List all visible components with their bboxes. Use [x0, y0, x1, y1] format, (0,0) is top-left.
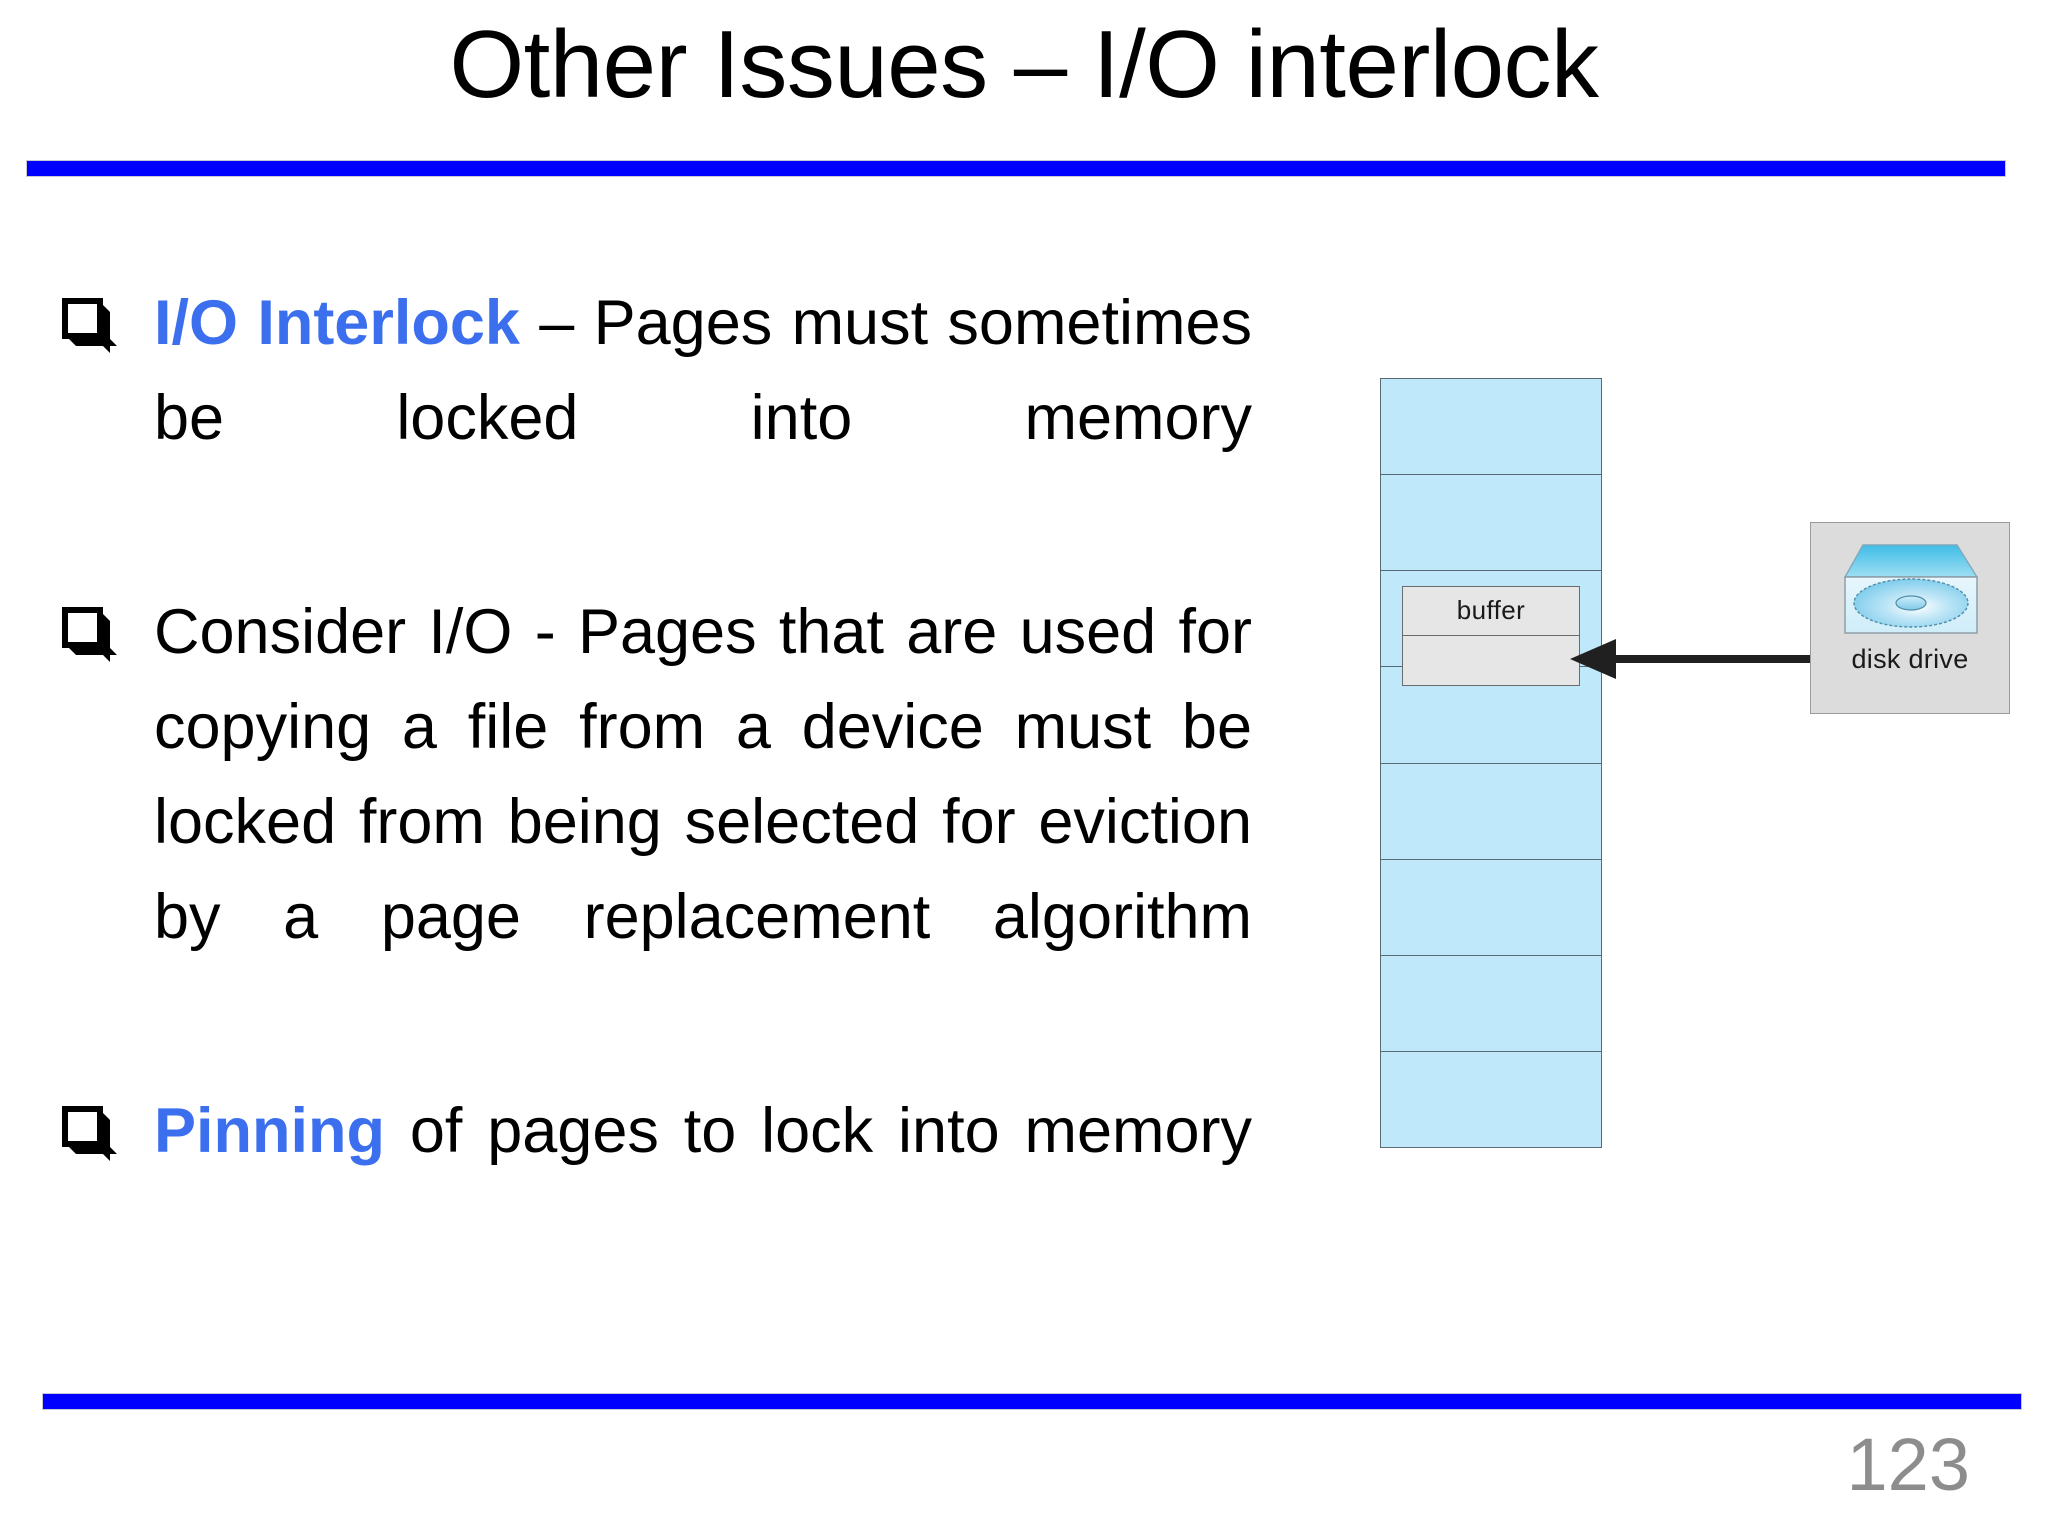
buffer-label: buffer [1456, 595, 1526, 625]
memory-frame [1381, 763, 1601, 860]
bullet-keyword: I/O Interlock [154, 288, 520, 358]
memory-frame [1381, 475, 1601, 572]
bullet-text: – Pages must sometimes be locked into me… [154, 288, 1252, 453]
disk-drive-panel: disk drive [1810, 522, 2010, 714]
page-title: Other Issues – I/O interlock [449, 11, 1599, 118]
disk-to-buffer-arrow-head [1570, 639, 1616, 679]
bullet-keyword: Pinning [154, 1096, 385, 1166]
bullet-item-pinning: Pinning of pages to lock into memory [62, 1084, 1252, 1274]
buffer-divider [1403, 635, 1579, 636]
title-divider-rule [26, 160, 2006, 177]
memory-frame [1381, 955, 1601, 1052]
hollow-square-bullet-icon [62, 1106, 117, 1161]
bullet-text: Consider I/O - Pages that are used for c… [154, 597, 1252, 952]
disk-drive-label: disk drive [1851, 644, 1969, 674]
memory-frame [1381, 1051, 1601, 1147]
disk-to-buffer-arrow-shaft [1613, 655, 1943, 663]
hollow-square-bullet-icon [62, 607, 117, 662]
bullet-text: of pages to lock into memory [384, 1096, 1252, 1166]
bullet-item-consider-io: Consider I/O - Pages that are used for c… [62, 585, 1252, 1060]
footer-divider-rule [42, 1393, 2022, 1410]
buffer-box: buffer [1402, 586, 1580, 686]
io-interlock-diagram: buffer [1380, 378, 2010, 1168]
memory-frame [1381, 859, 1601, 956]
bullet-item-io-interlock: I/O Interlock – Pages must sometimes be … [62, 276, 1252, 561]
page-number: 123 [1846, 1423, 1970, 1506]
disk-drive-icon [1843, 544, 1979, 634]
memory-frame [1381, 379, 1601, 476]
hollow-square-bullet-icon [62, 298, 117, 353]
physical-memory-column [1380, 378, 1602, 1148]
bullet-list: I/O Interlock – Pages must sometimes be … [62, 276, 1252, 1274]
